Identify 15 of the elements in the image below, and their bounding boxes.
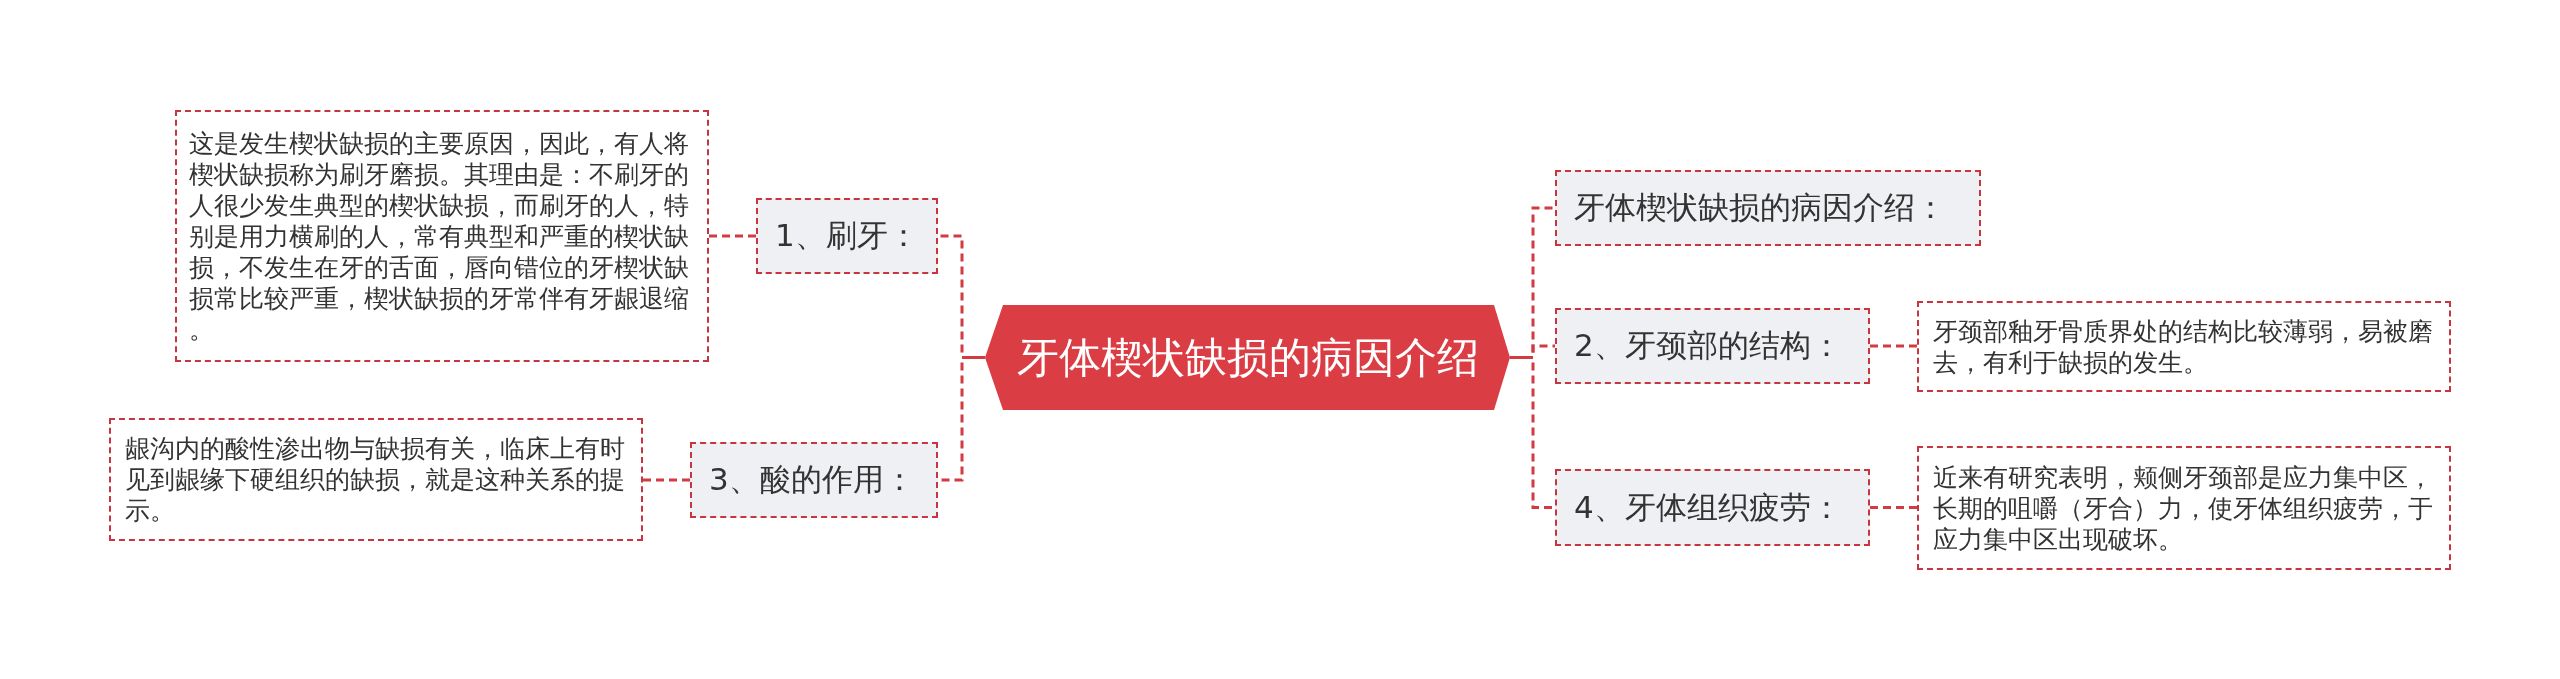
topic-box: 4、牙体组织疲劳： — [1555, 469, 1870, 546]
note-box: 这是发生楔状缺损的主要原因，因此，有人将楔状缺损称为刷牙磨损。其理由是：不刷牙的人很少发生典型的楔状缺损，而刷牙的人，特别是用力横刷的人，常有典型和严重的楔状缺损，不发生在牙的舌面，唇向错位的牙楔状缺损常比较严重，楔状缺损的牙常伴有牙龈退缩。 — [175, 110, 709, 362]
connector-line — [1870, 344, 1917, 348]
connector-line — [1510, 356, 1555, 509]
topic-box: 1、刷牙： — [756, 198, 938, 274]
connector-line — [709, 234, 756, 238]
connector-line — [643, 478, 690, 482]
note-box: 龈沟内的酸性渗出物与缺损有关，临床上有时见到龈缘下硬组织的缺损，就是这种关系的提示。 — [109, 418, 643, 541]
topic-box: 2、牙颈部的结构： — [1555, 308, 1870, 384]
note-box: 近来有研究表明，颊侧牙颈部是应力集中区，长期的咀嚼（牙合）力，使牙体组织疲劳，于应力集中区出现破坏。 — [1917, 446, 2451, 570]
central-topic: 牙体楔状缺损的病因介绍 — [985, 305, 1510, 410]
note-box: 牙颈部釉牙骨质界处的结构比较薄弱，易被磨去，有利于缺损的发生。 — [1917, 301, 2451, 392]
topic-box: 牙体楔状缺损的病因介绍： — [1555, 170, 1981, 246]
connector-line — [1870, 506, 1917, 509]
topic-box: 3、酸的作用： — [690, 442, 938, 518]
